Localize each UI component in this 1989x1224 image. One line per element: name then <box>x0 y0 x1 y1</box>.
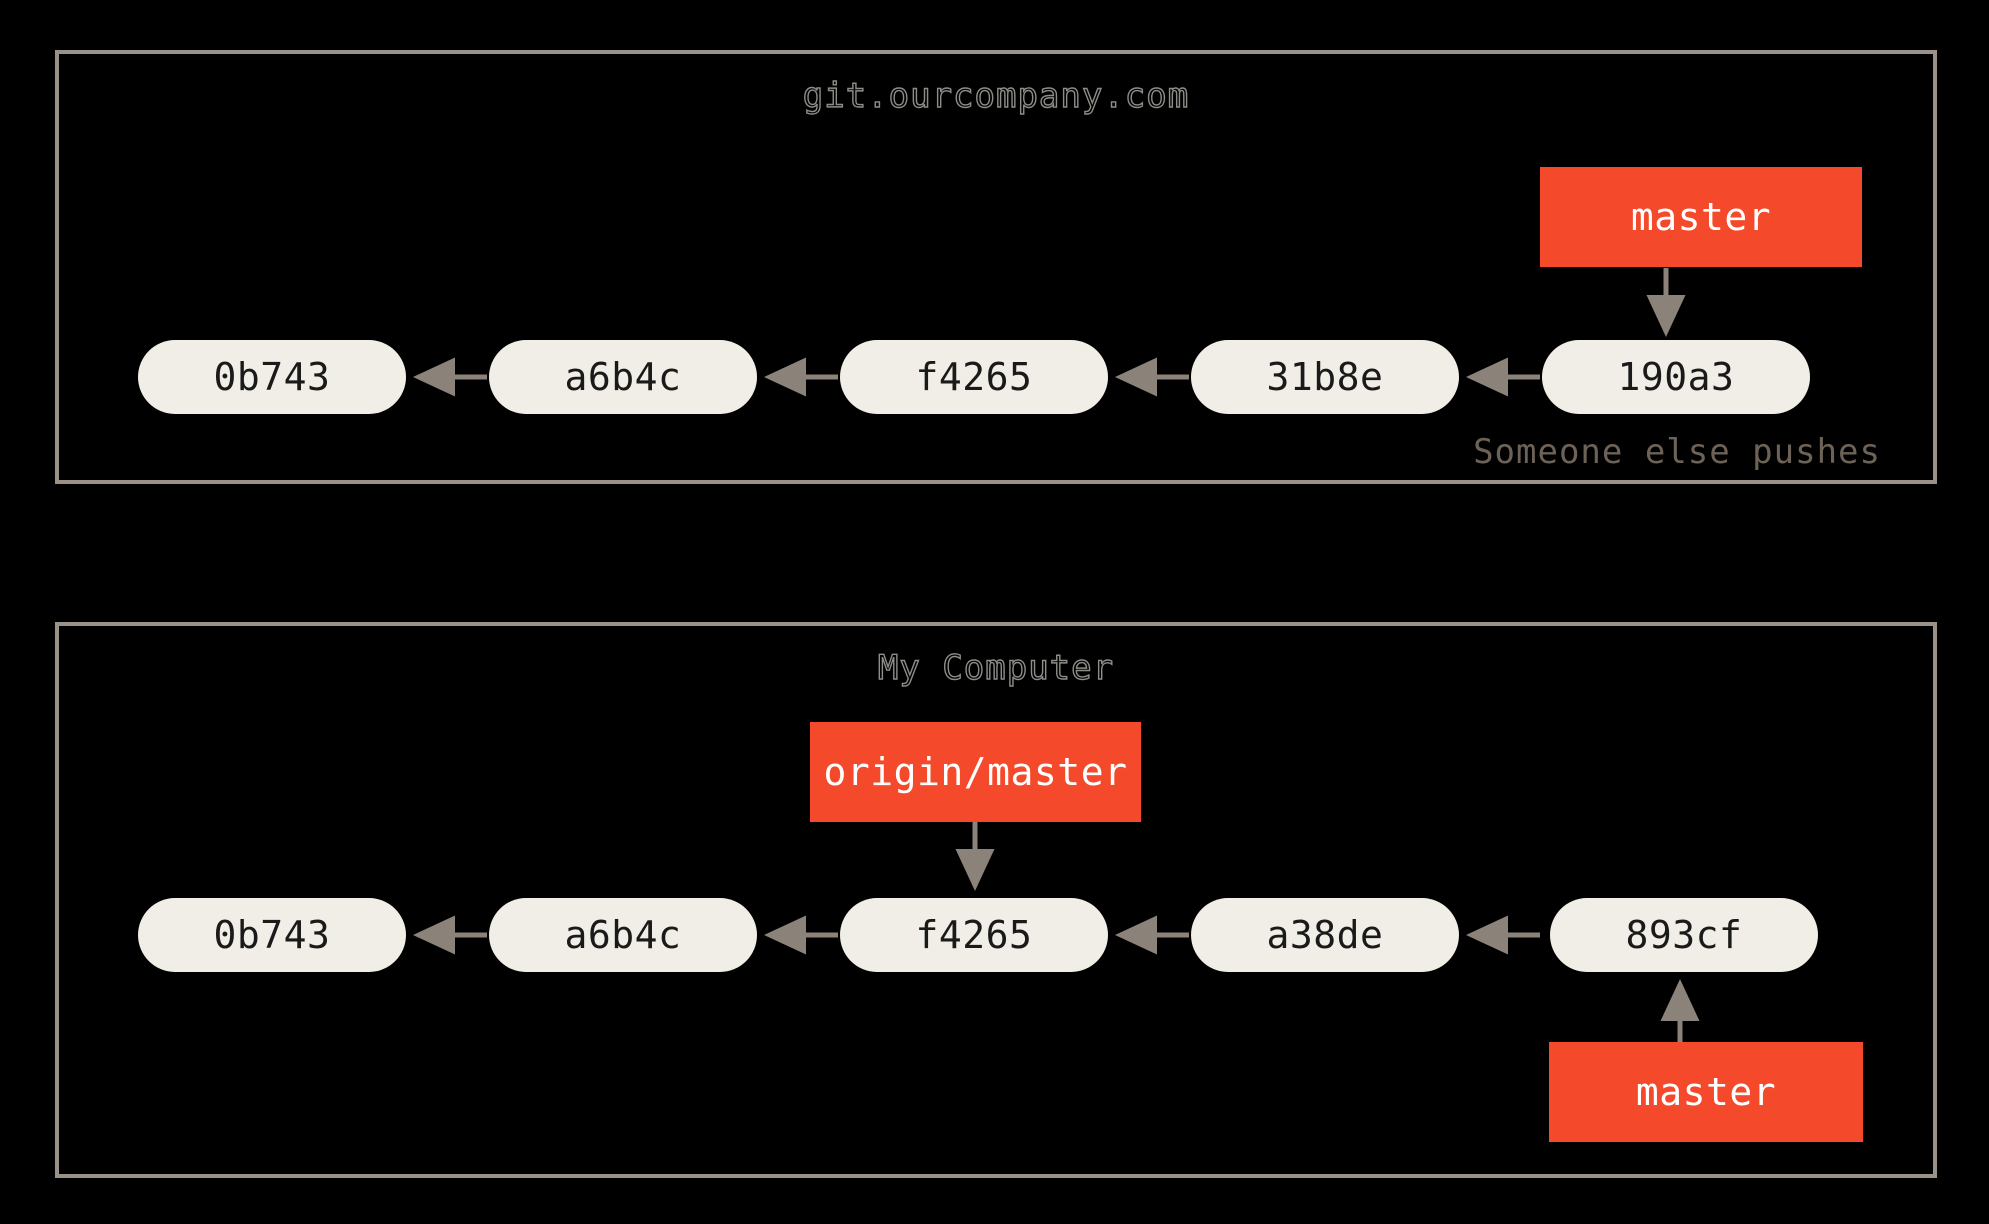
panel-remote-repository: git.ourcompany.com Someone else pushes <box>55 50 1937 484</box>
panel-local-title: My Computer <box>877 647 1115 688</box>
commit-node[interactable]: 190a3 <box>1542 340 1810 414</box>
commit-node[interactable]: a38de <box>1191 898 1459 972</box>
ref-label-master[interactable]: master <box>1540 167 1862 267</box>
panel-local-repository: My Computer <box>55 622 1937 1178</box>
panel-remote-caption: Someone else pushes <box>1473 432 1881 472</box>
commit-node[interactable]: 0b743 <box>138 340 406 414</box>
commit-node[interactable]: f4265 <box>840 340 1108 414</box>
ref-label-master-local[interactable]: master <box>1549 1042 1863 1142</box>
commit-node[interactable]: 0b743 <box>138 898 406 972</box>
ref-label-origin-master[interactable]: origin/master <box>810 722 1141 822</box>
commit-node[interactable]: 893cf <box>1550 898 1818 972</box>
panel-remote-title: git.ourcompany.com <box>802 75 1190 116</box>
commit-node[interactable]: f4265 <box>840 898 1108 972</box>
commit-node[interactable]: a6b4c <box>489 340 757 414</box>
commit-node[interactable]: a6b4c <box>489 898 757 972</box>
commit-node[interactable]: 31b8e <box>1191 340 1459 414</box>
